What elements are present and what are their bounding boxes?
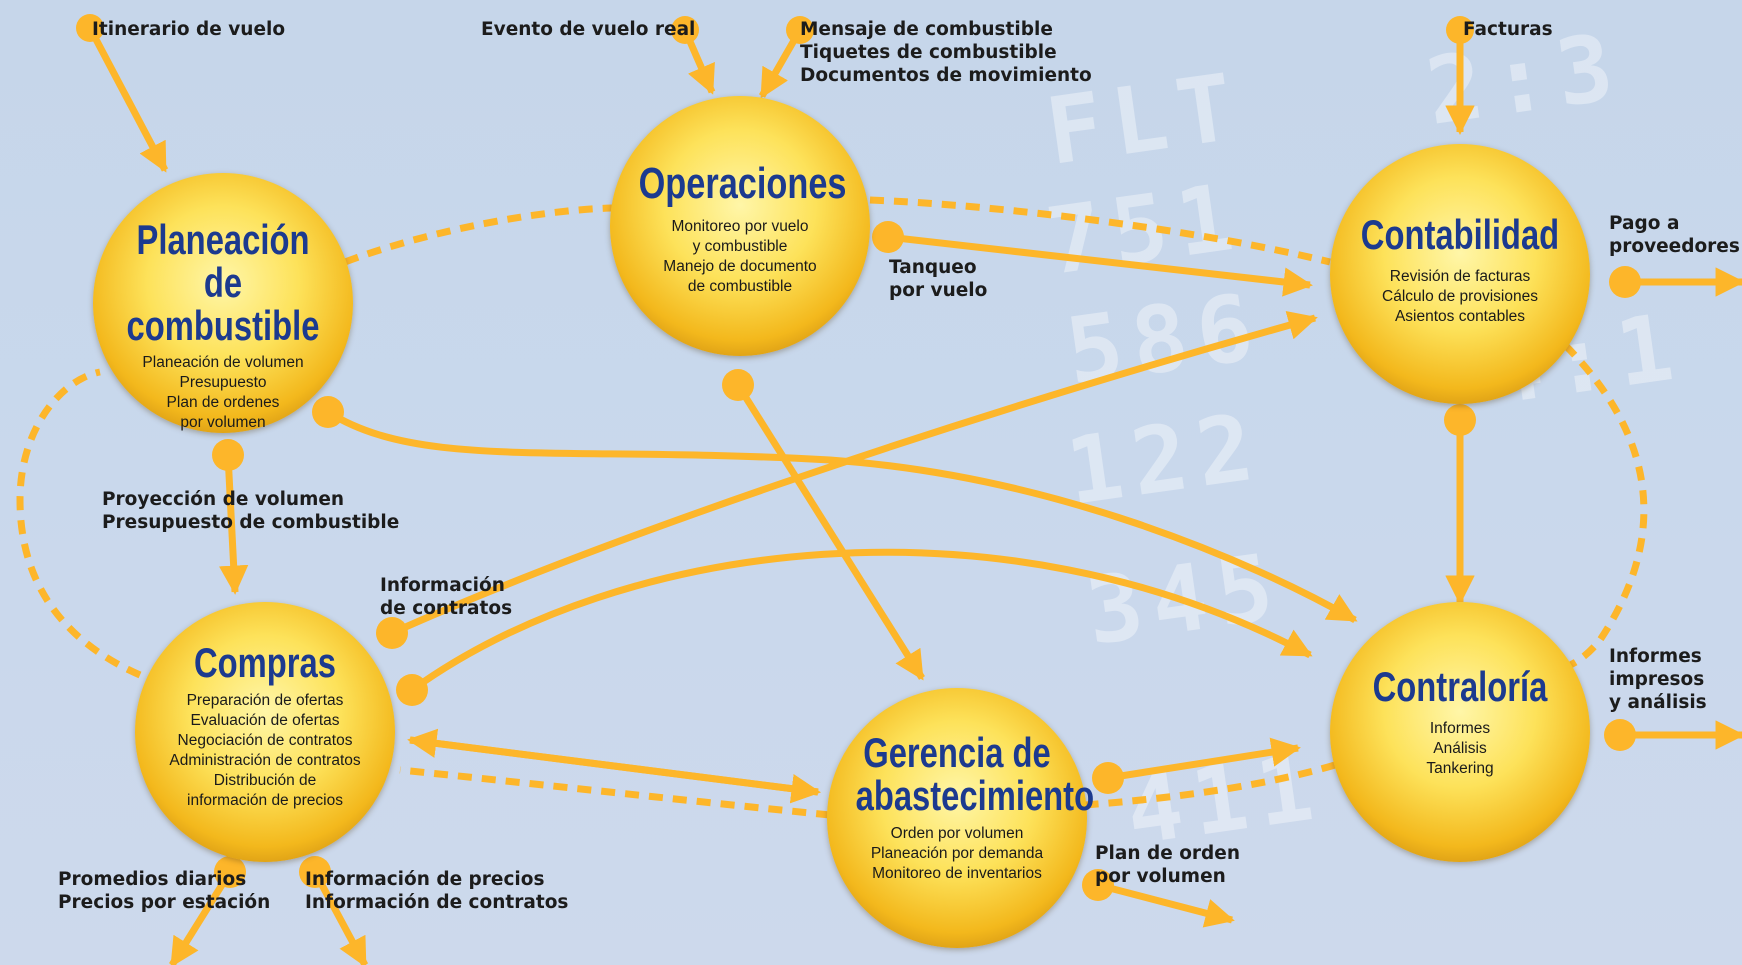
compras-item: información de precios [187,791,343,809]
operaciones-item: de combustible [687,277,793,295]
contabilidad-title-line: Contabilidad [1360,211,1560,258]
label-info-contratos: Información de contratos [380,575,513,619]
planeacion-item: Planeación de volumen [142,354,304,372]
label-itinerario: Itinerario de vuelo [92,19,286,40]
compras-item: Evaluación de ofertas [190,711,340,729]
label-tanqueo: Tanqueo por vuelo [889,257,988,301]
node-contabilidad: Contabilidad Revisión de facturas Cálcul… [1330,144,1590,404]
operaciones-item: Manejo de documento [663,257,817,275]
contraloria-item: Informes [1429,719,1491,737]
compras-title-line: Compras [193,639,337,686]
label-mensaje: Mensaje de combustible Tiquetes de combu… [800,19,1092,86]
contabilidad-item: Asientos contables [1394,307,1526,325]
planeacion-item: por volumen [180,414,266,432]
gerencia-item: Planeación por demanda [870,844,1044,862]
label-informes: Informes impresos y análisis [1609,646,1707,713]
node-operaciones: Operaciones Monitoreo por vuelo y combus… [610,96,870,356]
node-planeacion: Planeación de combustible Planeación de … [93,173,353,433]
node-compras: Compras Preparación de ofertas Evaluació… [135,602,395,862]
gerencia-title-line: abastecimiento [855,771,1095,819]
planeacion-item: Plan de ordenes [166,394,280,412]
planeacion-title-line: Planeación [136,216,310,263]
contabilidad-item: Revisión de facturas [1389,267,1531,285]
label-pago: Pago a proveedores [1609,213,1740,257]
compras-item: Distribución de [213,771,317,789]
flow-dots [76,14,1641,901]
label-evento: Evento de vuelo real [481,19,696,40]
operaciones-item: Monitoreo por vuelo [671,217,809,235]
compras-item: Administración de contratos [169,751,361,769]
label-promedios: Promedios diarios Precios por estación [58,869,271,913]
label-info-precios: Información de precios Información de co… [305,869,569,913]
gerencia-item: Monitoreo de inventarios [872,864,1042,882]
compras-item: Negociación de contratos [177,731,353,749]
contraloria-title-line: Contraloría [1372,663,1548,710]
label-plan-orden: Plan de orden por volumen [1095,843,1241,887]
double-arrow [407,728,821,804]
label-proyeccion: Proyección de volumen Presupuesto de com… [102,489,400,533]
label-facturas: Facturas [1463,19,1553,40]
contraloria-item: Análisis [1433,739,1487,757]
gerencia-title-line: Gerencia de [863,729,1051,776]
operaciones-item: y combustible [692,237,788,255]
planeacion-title-line: de combustible [126,258,320,349]
gerencia-item: Orden por volumen [890,824,1024,842]
compras-item: Preparación de ofertas [186,691,344,709]
contraloria-item: Tankering [1426,759,1494,777]
planeacion-item: Presupuesto [179,374,267,392]
node-gerencia: Gerencia de abastecimiento Orden por vol… [827,688,1095,948]
node-contraloria: Contraloría Informes Análisis Tankering [1330,602,1590,862]
operaciones-title-line: Operaciones [638,159,847,208]
contabilidad-item: Cálculo de provisiones [1382,287,1538,305]
